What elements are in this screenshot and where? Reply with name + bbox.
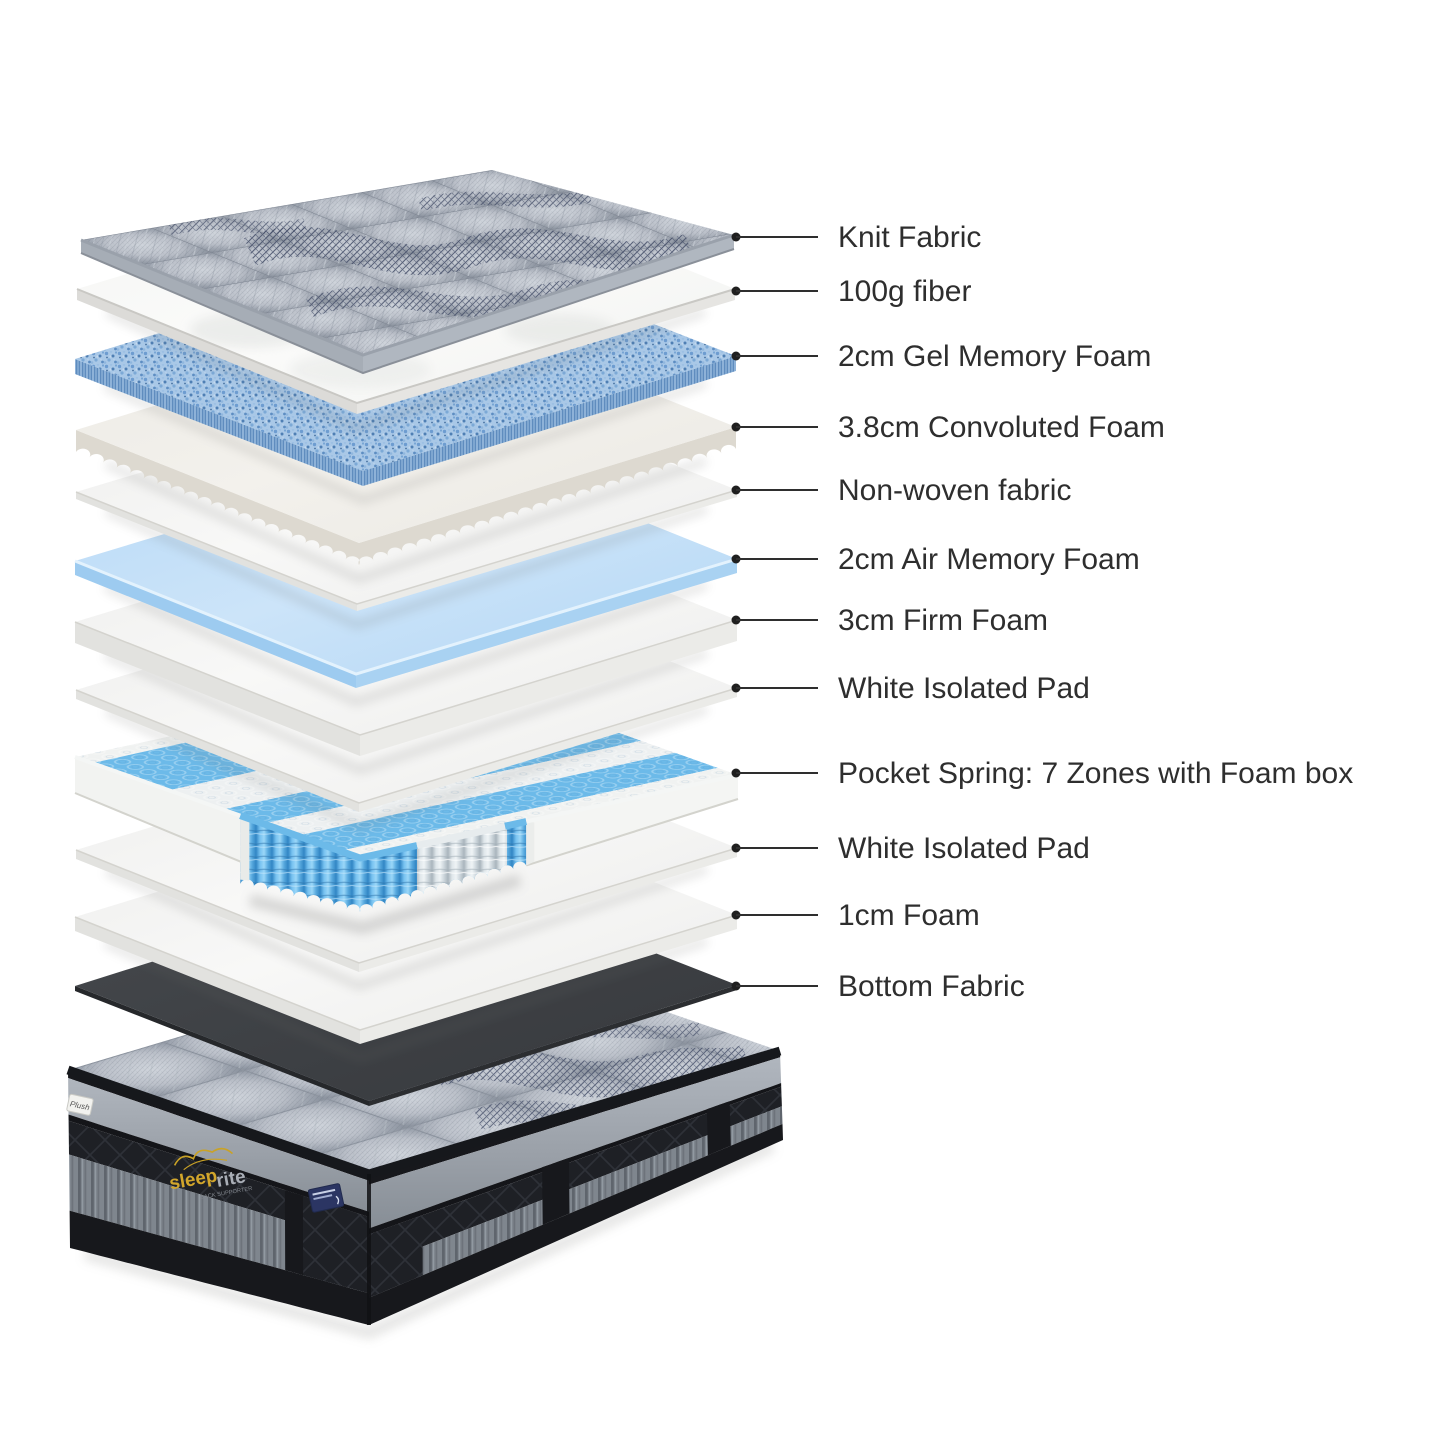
svg-text:Pocket Spring: 7 Zones with Fo: Pocket Spring: 7 Zones with Foam box [838, 757, 1353, 790]
svg-text:2cm Gel Memory Foam: 2cm Gel Memory Foam [838, 340, 1151, 373]
svg-text:Non-woven fabric: Non-woven fabric [838, 474, 1071, 507]
svg-text:3.8cm Convoluted Foam: 3.8cm Convoluted Foam [838, 411, 1165, 444]
svg-text:Knit Fabric: Knit Fabric [838, 221, 981, 254]
svg-text:White Isolated Pad: White Isolated Pad [838, 832, 1090, 865]
svg-text:White Isolated Pad: White Isolated Pad [838, 672, 1090, 705]
svg-text:Bottom Fabric: Bottom Fabric [838, 970, 1025, 1003]
svg-text:3cm Firm Foam: 3cm Firm Foam [838, 604, 1048, 637]
svg-text:1cm Foam: 1cm Foam [838, 899, 980, 932]
svg-text:100g fiber: 100g fiber [838, 275, 971, 308]
svg-text:2cm Air Memory Foam: 2cm Air Memory Foam [838, 543, 1140, 576]
svg-text:Plush: Plush [69, 1099, 91, 1112]
svg-text:rite: rite [215, 1165, 248, 1191]
